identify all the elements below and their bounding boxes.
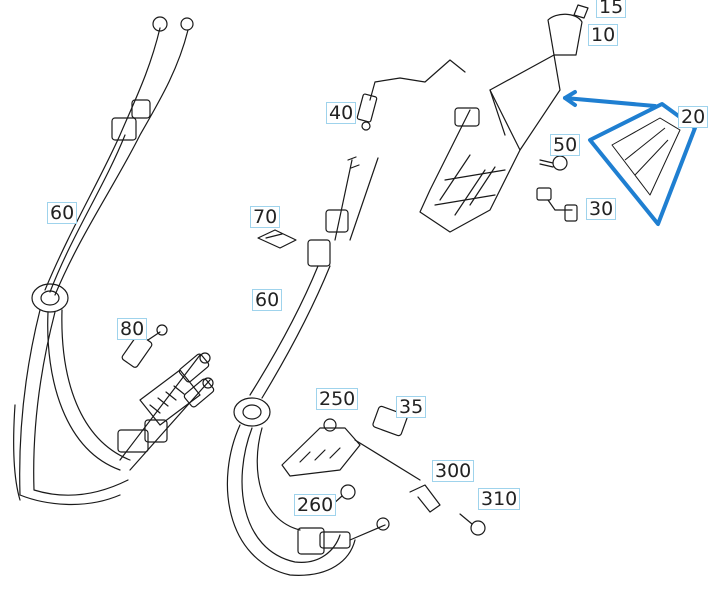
left-cable-assembly <box>13 16 215 506</box>
callout-40: 40 <box>326 102 357 124</box>
callout-20: 20 <box>678 106 709 128</box>
callout-300: 300 <box>432 460 475 482</box>
callout-35: 35 <box>396 396 427 418</box>
link-rod <box>356 59 466 131</box>
callout-80: 80 <box>117 318 148 340</box>
callout-260: 260 <box>294 494 337 516</box>
callout-310: 310 <box>478 488 521 510</box>
clip-70 <box>257 229 297 249</box>
bracket-assembly <box>281 405 486 536</box>
callout-60-left: 60 <box>47 202 78 224</box>
callout-10: 10 <box>588 24 619 46</box>
callout-250: 250 <box>316 388 359 410</box>
middle-cable-assembly <box>226 156 390 576</box>
boot-20-highlight <box>563 90 697 226</box>
sensor-30 <box>536 187 578 222</box>
bolt-50 <box>539 155 568 171</box>
shift-lever-housing <box>419 4 589 233</box>
boot-20-shape <box>611 117 681 196</box>
callout-60-middle: 60 <box>252 289 283 311</box>
callout-70: 70 <box>250 206 281 228</box>
callout-50: 50 <box>550 134 581 156</box>
callout-15: 15 <box>596 0 627 18</box>
callout-30: 30 <box>586 198 617 220</box>
